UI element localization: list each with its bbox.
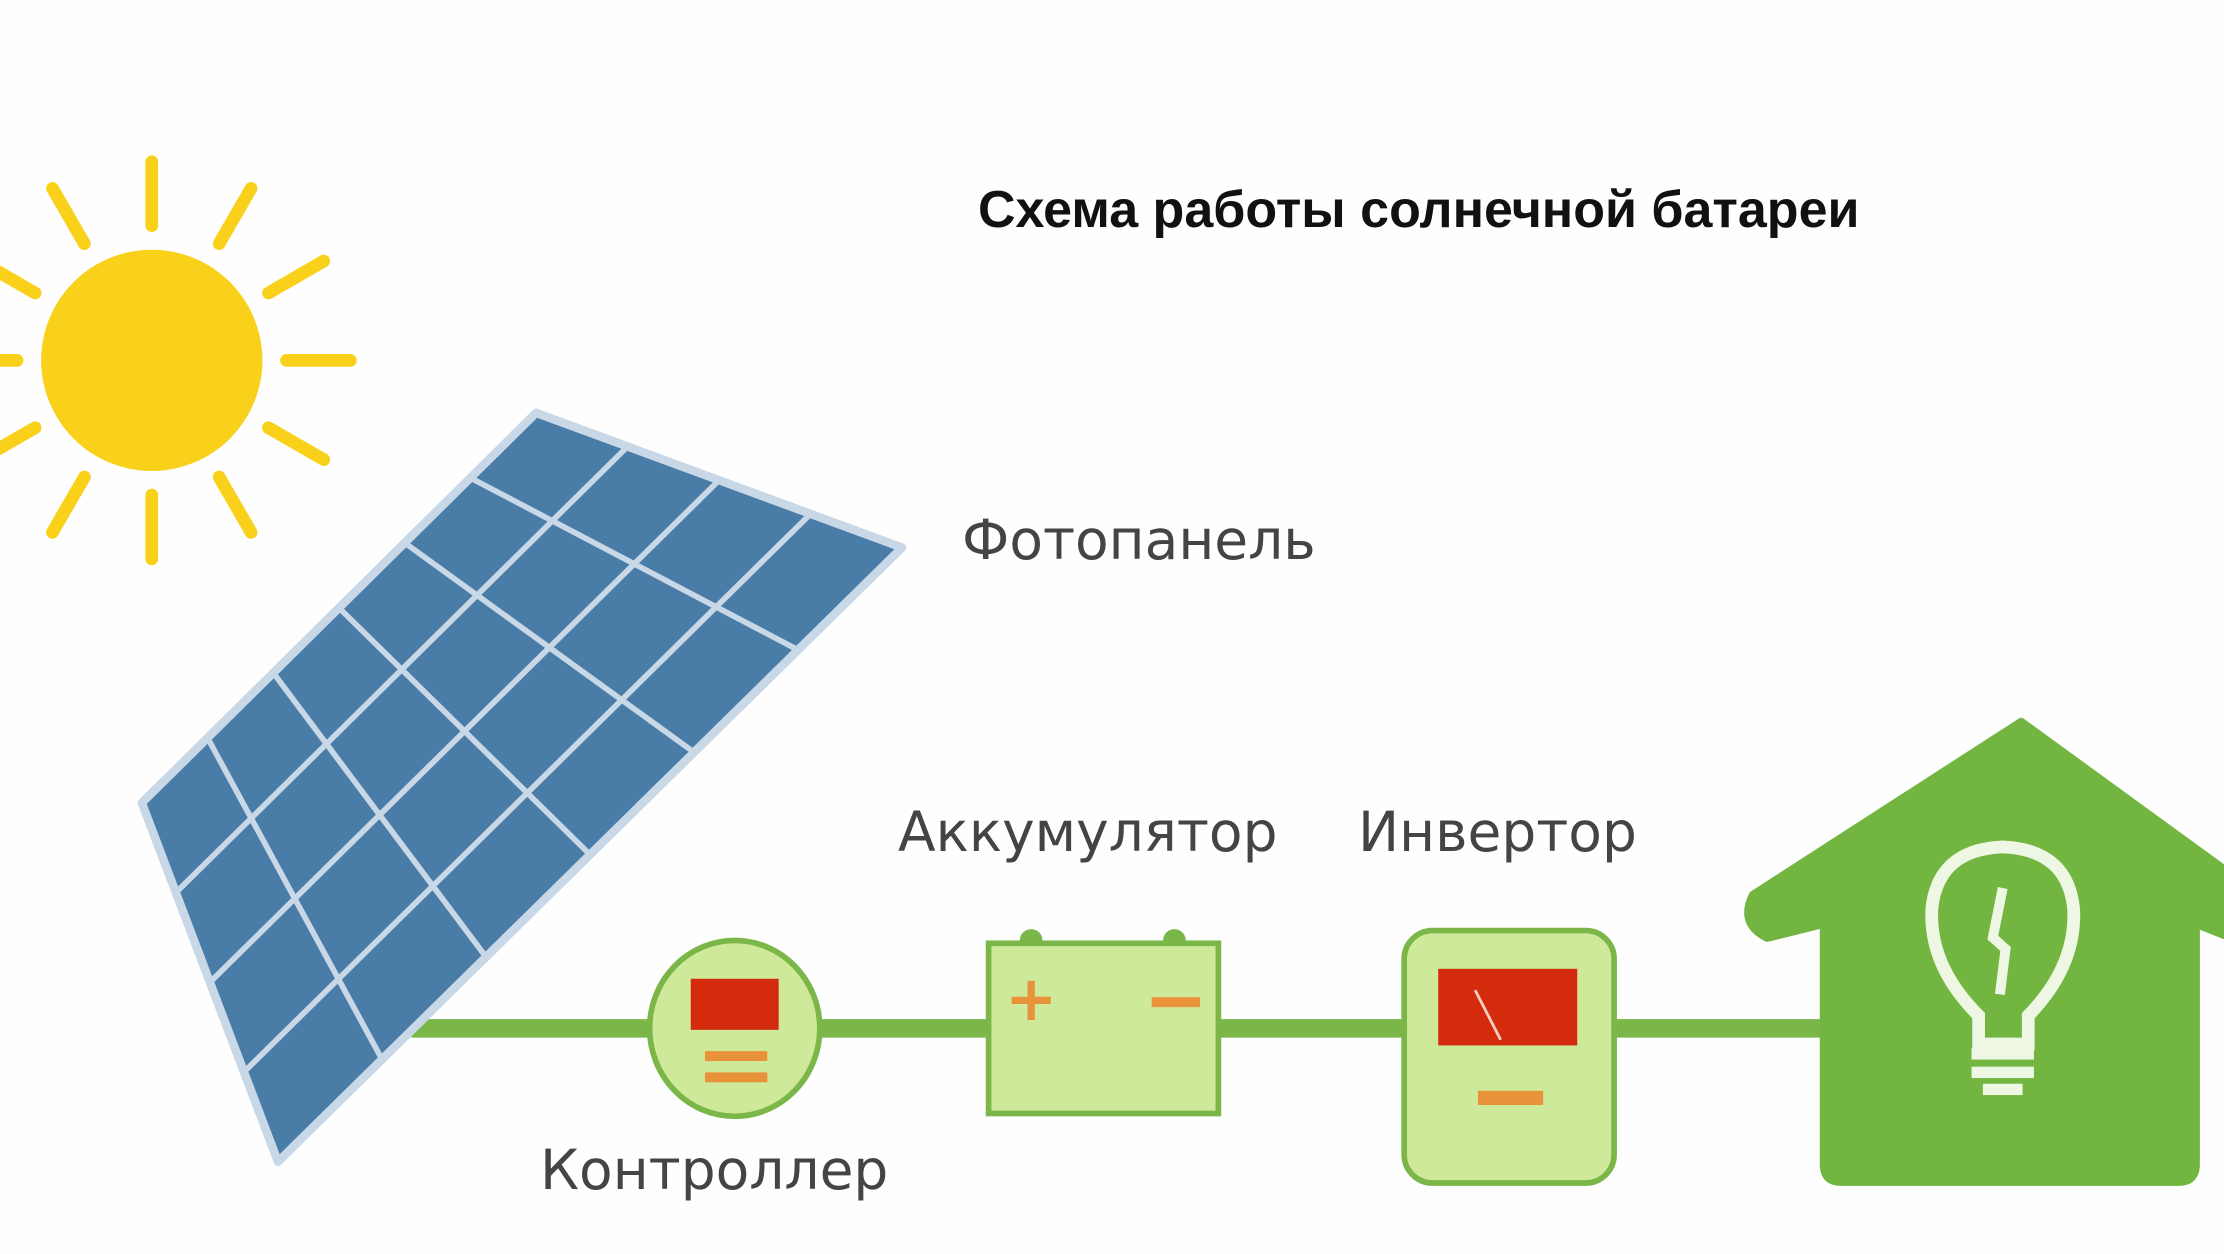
house-icon bbox=[1744, 717, 2224, 1186]
lightbulb-icon bbox=[1925, 840, 2081, 1096]
sun-ray bbox=[46, 470, 91, 539]
label-panel: Фотопанель bbox=[962, 508, 1316, 572]
sun-ray bbox=[46, 181, 91, 251]
battery-icon: + bbox=[985, 929, 1222, 1117]
solar-panel bbox=[137, 408, 907, 1166]
panel-grid-line bbox=[337, 605, 593, 857]
panel-grid-line bbox=[403, 540, 696, 755]
diagram-title: Схема работы солнечной батареи bbox=[978, 181, 1860, 239]
label-inverter: Инвертор bbox=[1358, 800, 1637, 864]
sun-ray bbox=[212, 470, 258, 539]
sun-ray bbox=[212, 181, 258, 251]
inverter-icon bbox=[1401, 927, 1617, 1186]
sun-ray bbox=[0, 421, 42, 456]
sun-disc bbox=[41, 249, 263, 471]
sun-ray bbox=[262, 421, 331, 467]
panel-grid-line bbox=[205, 736, 385, 1061]
panel-grid-line bbox=[271, 671, 489, 959]
battery-minus bbox=[1151, 997, 1200, 1008]
sun-ray bbox=[0, 265, 42, 300]
panel-grid-line bbox=[469, 475, 800, 653]
controller-icon bbox=[646, 937, 823, 1120]
battery-plus: + bbox=[1005, 962, 1057, 1035]
label-controller: Контроллер bbox=[540, 1138, 889, 1202]
sun-ray bbox=[262, 254, 331, 300]
sun-icon bbox=[0, 155, 357, 566]
label-battery: Аккумулятор bbox=[898, 800, 1278, 864]
